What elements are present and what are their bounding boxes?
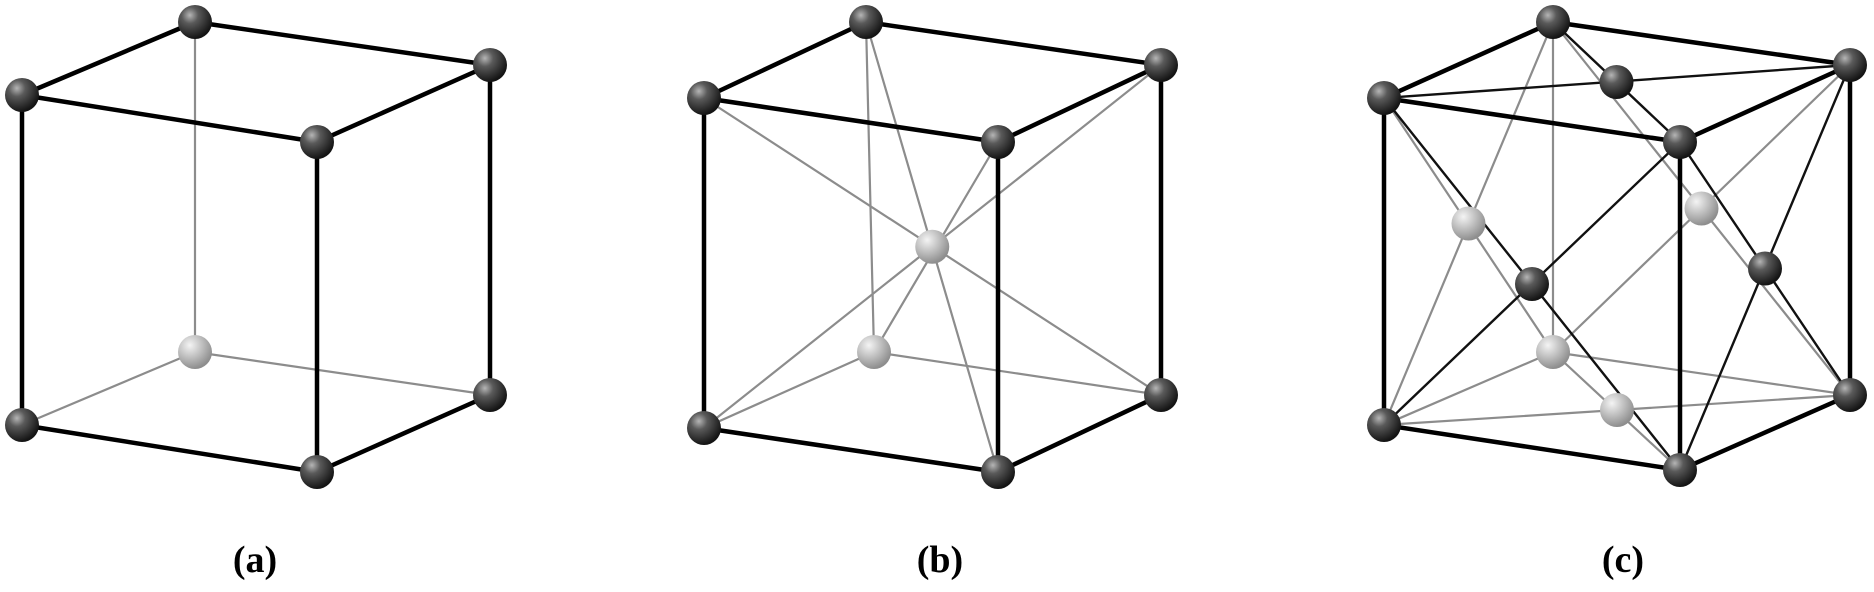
- panel-simple-cubic: [5, 5, 507, 489]
- panel-c-caption: (c): [1602, 539, 1644, 581]
- body-center-atom: [915, 229, 950, 264]
- corner-atom: [300, 125, 334, 159]
- corner-atom: [5, 408, 39, 442]
- corner-atom: [1367, 81, 1401, 115]
- corner-atom: [1833, 378, 1867, 412]
- cube-edge: [995, 392, 1164, 475]
- cube-edge: [19, 92, 320, 145]
- cube-edge: [701, 425, 1001, 475]
- hidden-edge: [193, 350, 492, 397]
- hidden-edge: [872, 350, 1163, 397]
- corner-atom: [1833, 48, 1867, 82]
- cube-edge: [701, 95, 1001, 145]
- corner-atom: [687, 81, 721, 115]
- corner-atom-hidden: [857, 335, 891, 369]
- panel-b-caption: (b): [917, 539, 963, 581]
- panel-body-centered-cubic: [687, 5, 1178, 489]
- cube-edge: [1381, 95, 1683, 145]
- cube-edge: [1677, 62, 1853, 145]
- cube-edge: [1550, 19, 1853, 68]
- cube-edge: [314, 62, 493, 145]
- cube-edge: [863, 19, 1164, 68]
- corner-atom: [473, 378, 507, 412]
- cube-edge: [701, 19, 869, 101]
- cube-edge: [1677, 392, 1853, 473]
- cube-edge: [192, 19, 493, 68]
- corner-atom: [300, 455, 334, 489]
- corner-atom: [1663, 453, 1697, 487]
- hidden-edge: [864, 20, 876, 354]
- face-center-atom-hidden: [1684, 191, 1719, 226]
- face-center-atom: [1515, 267, 1549, 301]
- corner-atom: [473, 48, 507, 82]
- hidden-edge: [702, 350, 876, 430]
- hidden-edge: [20, 350, 197, 427]
- cube-edge: [314, 392, 493, 475]
- face-center-atom: [1599, 65, 1634, 99]
- cube-edge: [19, 19, 198, 98]
- corner-atom: [1144, 48, 1178, 82]
- panel-a-caption: (a): [233, 539, 277, 581]
- corner-atom: [1144, 378, 1178, 412]
- corner-atom: [981, 125, 1015, 159]
- cube-edge: [995, 62, 1164, 145]
- corner-atom-hidden: [178, 335, 212, 369]
- hidden-edge: [1551, 350, 1852, 397]
- corner-atom: [178, 5, 212, 39]
- corner-atom: [1536, 5, 1570, 39]
- corner-atom: [5, 78, 39, 112]
- corner-atom: [1367, 408, 1401, 442]
- panel-face-centered-cubic: [1367, 5, 1867, 487]
- cube-edge: [1381, 19, 1556, 101]
- corner-atom: [849, 5, 883, 39]
- cube-edge: [1381, 422, 1683, 473]
- corner-atom: [981, 455, 1015, 489]
- cube-edge: [19, 422, 320, 475]
- corner-atom: [1663, 125, 1697, 159]
- corner-atom: [687, 411, 721, 445]
- corner-atom-hidden: [1536, 335, 1570, 369]
- face-center-atom-hidden: [1600, 393, 1634, 427]
- hidden-edge: [1382, 350, 1555, 427]
- face-center-atom-hidden: [1451, 206, 1486, 241]
- face-center-atom: [1748, 251, 1782, 286]
